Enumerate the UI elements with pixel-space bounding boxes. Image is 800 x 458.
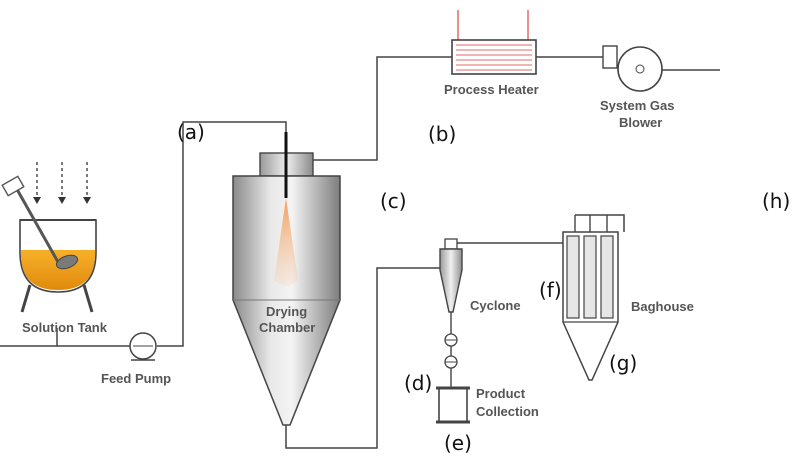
- cyclone-label: Cyclone: [470, 298, 521, 313]
- feed-arrows-icon: [33, 162, 91, 204]
- system-gas-blower: System Gas Blower: [600, 45, 674, 130]
- stirrer-icon: [1, 175, 79, 270]
- system-gas-label-2: Blower: [619, 115, 662, 130]
- process-heater-label: Process Heater: [444, 82, 539, 97]
- letter-tags: (a) (b) (c) (d) (e) (f) (g) (h): [177, 120, 790, 455]
- drying-chamber-label-1: Drying: [266, 304, 307, 319]
- feed-pump: Feed Pump: [101, 332, 171, 386]
- drying-chamber-label-2: Chamber: [259, 320, 315, 335]
- tag-b: (b): [428, 122, 456, 146]
- tag-h: (h): [762, 189, 790, 213]
- product-label-2: Collection: [476, 404, 539, 419]
- spray-plume: [274, 198, 298, 286]
- heater-coil-icon: [456, 44, 532, 71]
- collection-vessel: [438, 387, 468, 423]
- filter-bags-icon: [566, 235, 614, 319]
- chamber-cyclone-pipe: [285, 267, 445, 449]
- tag-g: (g): [609, 351, 637, 375]
- solution-tank-label: Solution Tank: [22, 320, 108, 335]
- tag-f: (f): [539, 278, 562, 302]
- baghouse-outlet-pipe: [575, 214, 625, 232]
- cyclone-body: [439, 248, 463, 313]
- tag-d: (d): [404, 371, 432, 395]
- hot-gas-pipe: [313, 56, 452, 161]
- cyclone: Cyclone: [439, 238, 521, 388]
- feed-line-pipe: [157, 121, 287, 347]
- process-heater: Process Heater: [444, 10, 539, 97]
- system-gas-label-1: System Gas: [600, 98, 674, 113]
- feed-pump-label: Feed Pump: [101, 371, 171, 386]
- baghouse: Baghouse: [562, 215, 694, 381]
- product-label-1: Product: [476, 386, 526, 401]
- tag-e: (e): [444, 431, 472, 455]
- product-collection: Product Collection: [436, 386, 539, 424]
- tank-leg: [20, 284, 32, 313]
- tank-leg: [82, 284, 94, 313]
- baghouse-label: Baghouse: [631, 299, 694, 314]
- tag-a: (a): [177, 120, 205, 144]
- tag-c: (c): [380, 189, 407, 213]
- drying-chamber: Drying Chamber: [232, 132, 341, 426]
- heater-box: [451, 39, 537, 75]
- solution-tank: Solution Tank: [1, 162, 108, 335]
